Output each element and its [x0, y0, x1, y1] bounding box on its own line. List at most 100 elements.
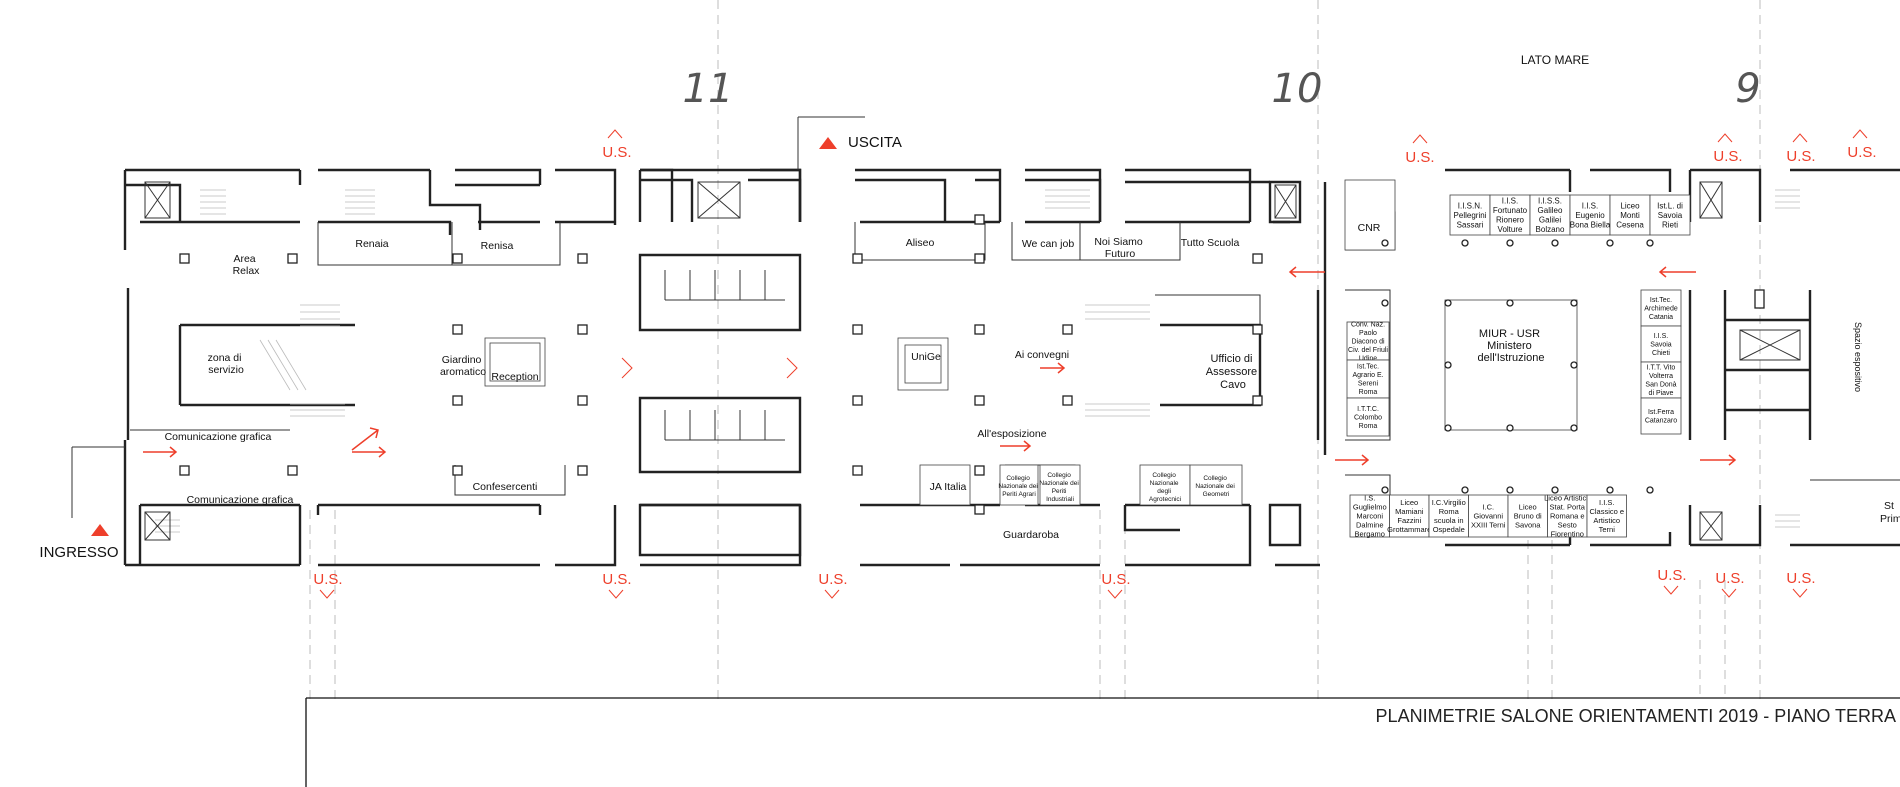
label-cnr: CNR — [1358, 222, 1381, 234]
label-ingresso: INGRESSO — [39, 544, 118, 561]
booth-outlines — [484, 179, 1578, 506]
column-number-10: 10 — [1272, 66, 1323, 112]
label-guardaroba: Guardaroba — [1003, 529, 1059, 541]
emergency-exits: U.S. U.S. U.S. U.S. U.S. U.S. U.S. U.S. — [313, 129, 1877, 599]
label-area-relax: Area Relax — [233, 253, 261, 277]
label-renisa: Renisa — [481, 240, 514, 252]
label-miur: MIUR - USR Ministero dell'Istruzione — [1478, 328, 1545, 364]
title-block: PLANIMETRIE SALONE ORIENTAMENTI 2019 - P… — [305, 697, 1900, 787]
exit-marker: USCITA — [819, 134, 902, 151]
label-spazio-espositivo: Spazio espositivo — [1853, 322, 1863, 392]
orientation-label: LATO MARE — [1521, 53, 1589, 67]
label-uscita: USCITA — [848, 134, 902, 151]
exit-arrow-icon — [824, 589, 840, 599]
svg-text:U.S.: U.S. — [1713, 148, 1742, 165]
exit-arrow-icon — [1792, 588, 1808, 598]
column-number-9: 9 — [1735, 66, 1760, 112]
svg-text:U.S.: U.S. — [1405, 149, 1434, 166]
exit-arrow-icon — [608, 589, 624, 599]
label-noi-siamo-futuro: Noi Siamo Futuro — [1094, 236, 1145, 260]
emergency-exit: U.S. — [1786, 133, 1816, 165]
label-collegio-periti-agrari: Collegio Nazionale dei Periti Agrari — [998, 475, 1039, 498]
svg-text:U.S.: U.S. — [1657, 567, 1686, 584]
emergency-exit: U.S. — [313, 571, 343, 599]
emergency-exit: U.S. — [602, 129, 632, 161]
label-ja-italia: JA Italia — [930, 481, 967, 493]
pillars — [179, 214, 1765, 515]
interior-lines — [71, 116, 1900, 518]
label-collegio-periti-industriali: Collegio Nazionale dei Periti Industrial… — [1039, 472, 1080, 503]
emergency-exit: U.S. — [818, 571, 848, 599]
label-comunicazione-grafica-1: Comunicazione grafica — [165, 431, 272, 443]
label-ai-convegni: Ai convegni — [1015, 349, 1069, 361]
exit-arrow-icon — [1717, 133, 1733, 143]
emergency-exit: U.S. — [1101, 571, 1131, 599]
flow-arrows — [143, 266, 1737, 466]
arrow-diagonal-icon — [351, 427, 387, 458]
label-collegio-geometri: Collegio Nazionale dei Geometri — [1195, 475, 1236, 498]
arrow-right-icon — [1040, 362, 1066, 374]
emergency-exit: U.S. — [1715, 570, 1745, 598]
arrow-right-icon — [1700, 454, 1737, 466]
svg-text:U.S.: U.S. — [1786, 148, 1815, 165]
arrow-right-icon — [786, 357, 798, 379]
column-number-11: 11 — [683, 66, 734, 112]
exit-arrow-icon — [1412, 134, 1428, 144]
arrow-right-icon — [143, 446, 178, 458]
label-zona-servizio: zona di servizio — [208, 352, 245, 376]
label-tutto-scuola: Tutto Scuola — [1181, 237, 1240, 249]
svg-text:U.S.: U.S. — [1847, 144, 1876, 161]
arrow-left-icon — [1288, 266, 1325, 278]
exit-arrow-icon — [607, 129, 623, 139]
label-all-esposizione: All'esposizione — [977, 428, 1046, 440]
arrow-right-icon — [1335, 454, 1370, 466]
label-reception: Reception — [491, 371, 538, 383]
svg-text:U.S.: U.S. — [1786, 570, 1815, 587]
exit-triangle-icon — [819, 137, 837, 149]
emergency-exit: U.S. — [1786, 570, 1816, 598]
arrow-right-icon — [621, 357, 633, 379]
emergency-exit: U.S. — [1847, 129, 1877, 161]
exit-arrow-icon — [1107, 589, 1123, 599]
plan-title: PLANIMETRIE SALONE ORIENTAMENTI 2019 - P… — [1376, 706, 1896, 726]
exit-arrow-icon — [319, 589, 335, 599]
elevators — [144, 181, 1801, 541]
arrow-right-icon — [1000, 440, 1032, 452]
emergency-exit: U.S. — [1713, 133, 1743, 165]
entrance-triangle-icon — [91, 524, 109, 536]
exit-arrow-icon — [1792, 133, 1808, 143]
svg-text:U.S.: U.S. — [818, 571, 847, 588]
label-renaia: Renaia — [355, 238, 388, 250]
